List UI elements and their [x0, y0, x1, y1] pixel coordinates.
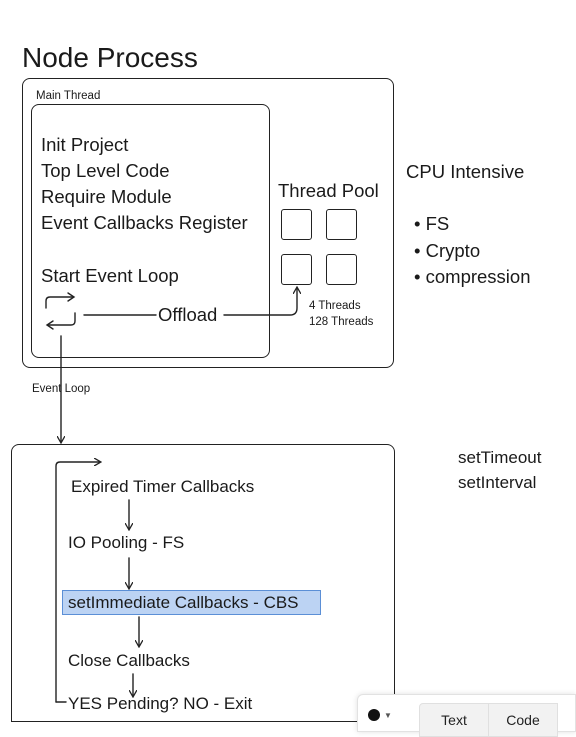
event-loop-box — [11, 444, 395, 722]
loop-icon — [45, 292, 76, 330]
phase-pending-check: YES Pending? NO - Exit — [68, 694, 253, 713]
phase-io-pooling: IO Pooling - FS — [68, 533, 185, 552]
cpu-item-fs: • FS — [414, 213, 450, 234]
diagram-title: Node Process — [22, 42, 198, 73]
step-init-project: Init Project — [41, 134, 129, 155]
thread-slot — [326, 209, 357, 240]
color-dot-icon — [368, 709, 380, 721]
color-picker-button[interactable]: ▼ — [368, 705, 398, 725]
cpu-intensive-title: CPU Intensive — [406, 161, 525, 182]
cpu-item-compression: • compression — [414, 266, 531, 287]
step-start-event-loop: Start Event Loop — [41, 265, 179, 286]
thread-slot — [326, 254, 357, 285]
step-top-level-code: Top Level Code — [41, 160, 170, 181]
text-mode-button[interactable]: Text — [419, 703, 489, 737]
phase-close-callbacks: Close Callbacks — [68, 651, 190, 670]
thread-slot — [281, 254, 312, 285]
phase-set-immediate-callbacks: setImmediate Callbacks - CBS — [68, 593, 299, 612]
timer-fn-setinterval: setInterval — [458, 473, 537, 492]
step-require-module: Require Module — [41, 186, 172, 207]
chevron-down-icon: ▼ — [384, 710, 392, 720]
code-mode-button[interactable]: Code — [488, 703, 558, 737]
threads-max-label: 128 Threads — [309, 316, 374, 328]
offload-label: Offload — [158, 304, 218, 325]
bottom-toolbar: ▼ Text Code — [357, 694, 576, 737]
thread-pool-title: Thread Pool — [278, 180, 379, 201]
selection-highlight — [62, 590, 321, 615]
phase-expired-timer-callbacks: Expired Timer Callbacks — [71, 477, 255, 496]
step-event-callbacks-register: Event Callbacks Register — [41, 212, 248, 233]
main-thread-label: Main Thread — [36, 90, 101, 102]
thread-slot — [281, 209, 312, 240]
main-thread-box — [31, 104, 270, 358]
timer-fn-settimeout: setTimeout — [458, 448, 542, 467]
threads-default-label: 4 Threads — [309, 300, 361, 312]
cpu-item-crypto: • Crypto — [414, 240, 481, 261]
node-process-box — [22, 78, 394, 368]
